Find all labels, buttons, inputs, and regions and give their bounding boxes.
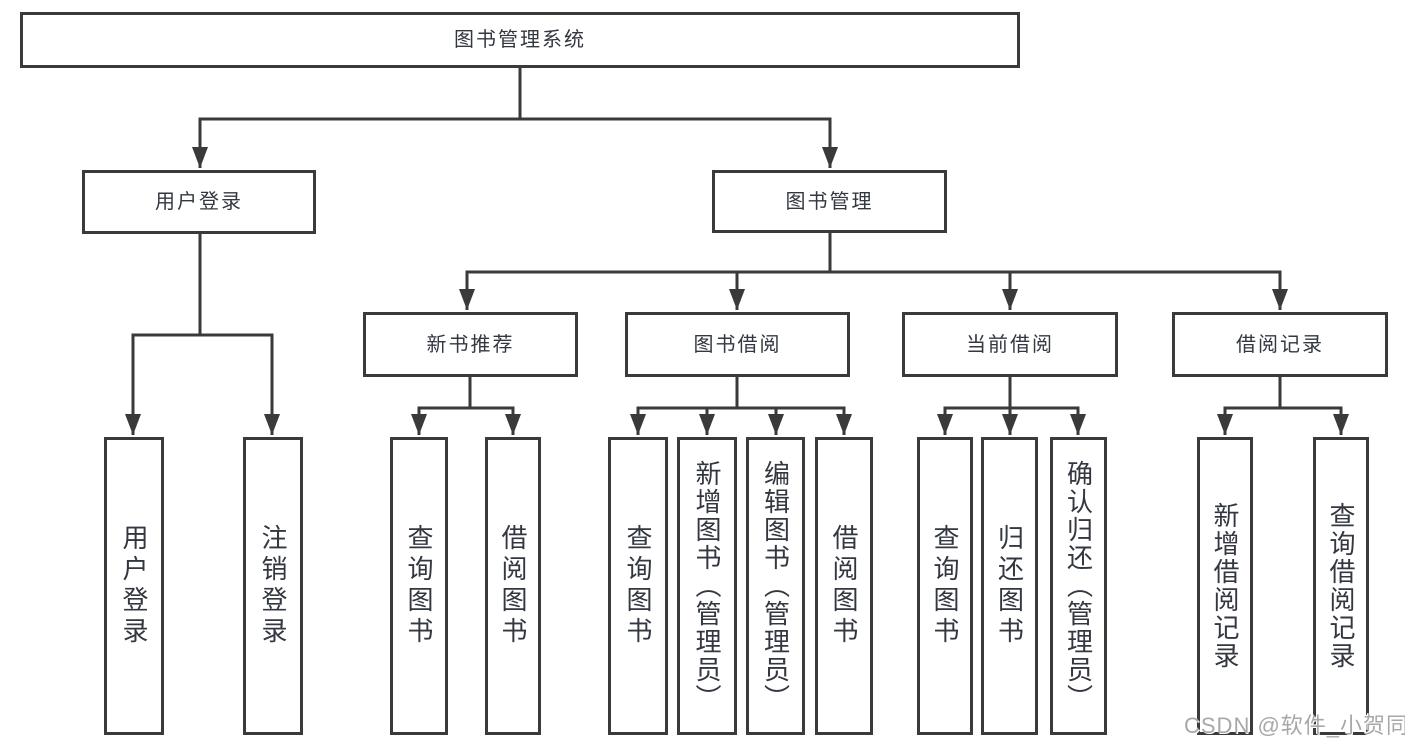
node-current-borrowing: 当前借阅 — [902, 312, 1118, 377]
node-new-book-recommendation: 新书推荐 — [363, 312, 578, 377]
csdn-watermark: CSDN @软件_小贺同学 — [1184, 713, 1405, 738]
leaf-add-books-admin: 新增图书（管理员） — [677, 437, 737, 735]
leaf-borrow-books-recommend: 借阅图书 — [485, 437, 541, 735]
node-book-borrowing: 图书借阅 — [625, 312, 850, 377]
leaf-query-borrow-record: 查询借阅记录 — [1313, 437, 1369, 735]
leaf-query-books-recommend: 查询图书 — [390, 437, 448, 735]
leaf-user-login: 用户登录 — [104, 437, 164, 735]
node-user-login: 用户登录 — [82, 170, 316, 234]
leaf-edit-books-admin: 编辑图书（管理员） — [746, 437, 805, 735]
node-book-management: 图书管理 — [712, 170, 947, 233]
node-library-management-system: 图书管理系统 — [20, 12, 1020, 68]
leaf-return-books: 归还图书 — [981, 437, 1038, 735]
tree-elbow-segments — [131, 68, 1343, 410]
leaf-borrow-books: 借阅图书 — [815, 437, 873, 735]
leaf-logout: 注销登录 — [243, 437, 303, 735]
leaf-confirm-return-admin: 确认归还（管理员） — [1050, 437, 1107, 735]
leaf-query-books-current: 查询图书 — [917, 437, 973, 735]
tree-arrow-drops — [125, 119, 1349, 435]
leaf-add-borrow-record: 新增借阅记录 — [1197, 437, 1253, 735]
leaf-query-books-borrow: 查询图书 — [608, 437, 668, 735]
node-borrowing-records: 借阅记录 — [1172, 312, 1388, 377]
